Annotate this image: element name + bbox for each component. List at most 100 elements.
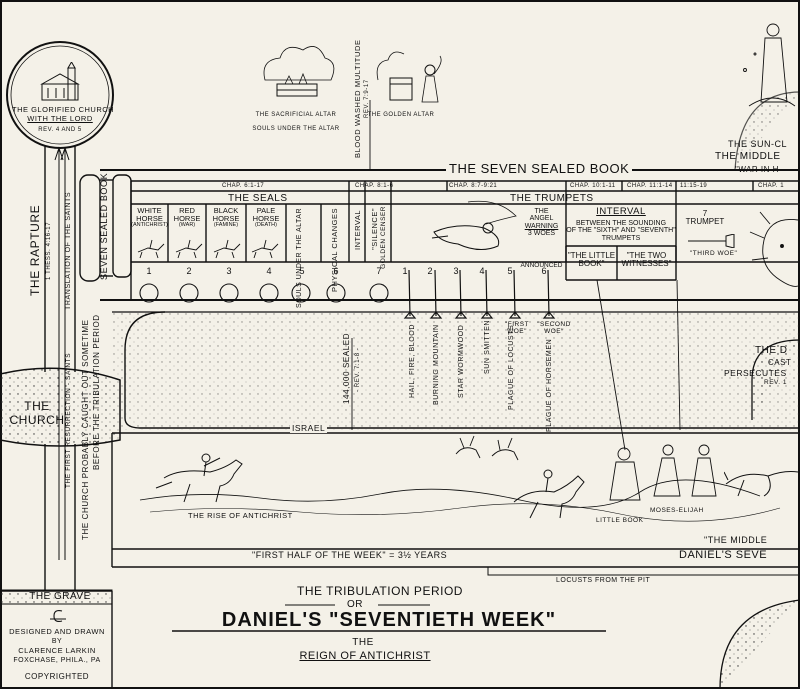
horseman-icon	[508, 462, 588, 520]
seal-4-line2: Horse	[252, 213, 280, 223]
seal-horses-sketch	[134, 236, 284, 260]
trumpet-horn-icon	[686, 233, 736, 249]
monogram-icon	[48, 607, 68, 625]
plague-3-label: Star Wormwood	[458, 324, 465, 398]
little-book-line1: "The Little	[567, 251, 616, 260]
interval-desc-line1: Between The Sounding	[575, 220, 667, 227]
glorified-church-title-1: The Glorified Church	[12, 105, 115, 114]
seal-num-6: 6	[333, 266, 339, 276]
before-tribulation-label: Before The Tribulation Period	[92, 314, 101, 470]
little-book-cell: "The Little Book"	[566, 251, 617, 269]
seven-sealed-book-scroll-label: Seven Sealed Book	[99, 172, 109, 280]
plague-2-label: Burning Mountain	[433, 324, 440, 405]
rise-of-antichrist-rider-icon	[150, 448, 250, 504]
angel-warning-line3: Warning	[524, 222, 559, 230]
seal-1-line2: Horse	[136, 213, 163, 223]
chapter-two-witnesses: Chap. 11:1-14	[627, 183, 673, 189]
angel-warning-line1: The	[534, 208, 549, 215]
seal-6-label: Physical Changes	[330, 208, 339, 292]
interval-desc-line2: Of The "Sixth" and "Seventh"	[566, 227, 676, 235]
seal-num-5: 5	[299, 266, 305, 276]
angel-warning-line5: Announced	[520, 262, 563, 270]
seal-3-line2: Horse	[212, 213, 240, 223]
seal-3-label: Black Horse (Famine)	[206, 207, 246, 229]
angel-warning-icon	[428, 198, 520, 260]
footer-the: The	[352, 637, 374, 648]
right-d-label: The D	[755, 345, 788, 356]
plague-6-label: Plague Of Horsemen	[546, 338, 553, 432]
locusts-from-pit-label: Locusts From The Pit	[556, 577, 651, 584]
church-label-2: Church	[9, 413, 65, 427]
interval-label: Interval	[353, 210, 362, 250]
seal-2-line1: Red	[179, 206, 195, 215]
seal-1-line1: White	[137, 206, 162, 215]
seal-num-4: 4	[266, 266, 272, 276]
war-in-heaven-label: "War In H	[735, 165, 779, 174]
chapter-seals: Chap. 6:1-17	[222, 183, 265, 189]
church-caught-out-label: The Church Probably Caught Out Sometime	[81, 319, 90, 540]
golden-censer-label: Golden Censer	[380, 206, 387, 269]
trumpet-num-6: 6	[541, 266, 547, 276]
rise-of-antichrist-label: The Rise Of Antichrist	[186, 511, 295, 520]
footer-or: Or	[347, 599, 363, 610]
two-witnesses-icon	[606, 440, 726, 520]
trumpet-num-5: 5	[507, 266, 513, 276]
second-woe-label: "Second Woe"	[537, 321, 571, 335]
sacrificial-altar-label: The Sacrificial Altar	[255, 112, 337, 118]
first-woe-label: "First Woe"	[504, 321, 530, 335]
angel-warning-line2: Angel	[529, 215, 554, 223]
seal-4-line3: (Death)	[255, 221, 277, 228]
plague-1-label: Hail, Fire, Blood	[409, 324, 416, 398]
chapter-trumpets: Chap. 8:7-9:21	[449, 183, 498, 189]
chapter-partial: Chap. 1	[758, 183, 785, 189]
middle-of-week-label: "The Middle	[704, 535, 768, 545]
interval-header: Interval	[596, 206, 646, 217]
two-witnesses-line1: "The Two	[626, 251, 667, 260]
seventh-trumpet-label: Trumpet	[685, 217, 725, 227]
trumpet-num-2: 2	[427, 266, 433, 276]
seal-3-line1: Black	[213, 206, 239, 215]
seal-4-label: Pale Horse (Death)	[246, 207, 286, 229]
souls-under-altar-label: Souls Under The Altar	[252, 126, 340, 132]
locusts-icon	[452, 434, 532, 464]
silence-label: "Silence"	[370, 208, 379, 250]
rapture-label: The Rapture	[28, 204, 42, 296]
dragon-icon	[740, 210, 800, 300]
right-rev-label: Rev. 1	[764, 379, 787, 386]
seal-2-label: Red Horse (War)	[168, 207, 206, 229]
first-half-label: "First Half Of The Week" = 3½ Years	[252, 550, 448, 560]
seal-4-line1: Pale	[256, 206, 276, 215]
sun-clothed-woman-icon	[735, 10, 800, 115]
seal-1-line3: (Antichrist)	[131, 221, 168, 228]
angel-warning-line4: 3 Woes	[527, 230, 556, 238]
footer-reign: Reign Of Antichrist	[299, 650, 431, 662]
translation-label: Translation Of The Saints	[65, 191, 72, 310]
third-woe-label: "Third Woe"	[690, 250, 738, 257]
little-book-lower-label: Little Book	[596, 517, 644, 524]
seal-2-line2: Horse	[173, 213, 201, 223]
trumpet-num-1: 1	[402, 266, 408, 276]
place-label: Foxchase, Phila., Pa	[13, 657, 101, 664]
two-witnesses-line2: Witnesses"	[621, 259, 672, 269]
footer-main-title: Daniel's "Seventieth Week"	[221, 609, 557, 631]
designed-label: Designed and Drawn	[9, 627, 105, 636]
golden-altar-icon	[372, 44, 444, 108]
trumpets-header: The Trumpets	[510, 193, 594, 204]
israel-label: Israel	[290, 423, 328, 433]
rapture-ref: 1 Thess. 4:16-17	[46, 221, 52, 280]
chapter-little-book: Chap. 10:1-11	[570, 183, 616, 189]
interval-desc-line3: Trumpets	[601, 234, 641, 242]
sealed-144000-label: 144,000 Sealed	[342, 332, 351, 404]
daniels-seventieth-lower-label: Daniel's Seve	[679, 549, 768, 561]
church-label-1: The	[24, 399, 50, 413]
seal-1-label: White Horse (Antichrist)	[131, 207, 168, 229]
beast-icon	[723, 450, 800, 500]
seven-sealed-book-title: The Seven Sealed Book	[446, 162, 633, 175]
sealed-144000-ref: - Rev. 7:1-8 -	[355, 347, 361, 392]
sacrificial-altar-icon	[255, 40, 340, 110]
moses-elijah-label: Moses-Elijah	[650, 507, 704, 514]
seventh-trumpet-cell: 7 Trumpet	[680, 209, 730, 227]
seal-num-3: 3	[226, 266, 232, 276]
